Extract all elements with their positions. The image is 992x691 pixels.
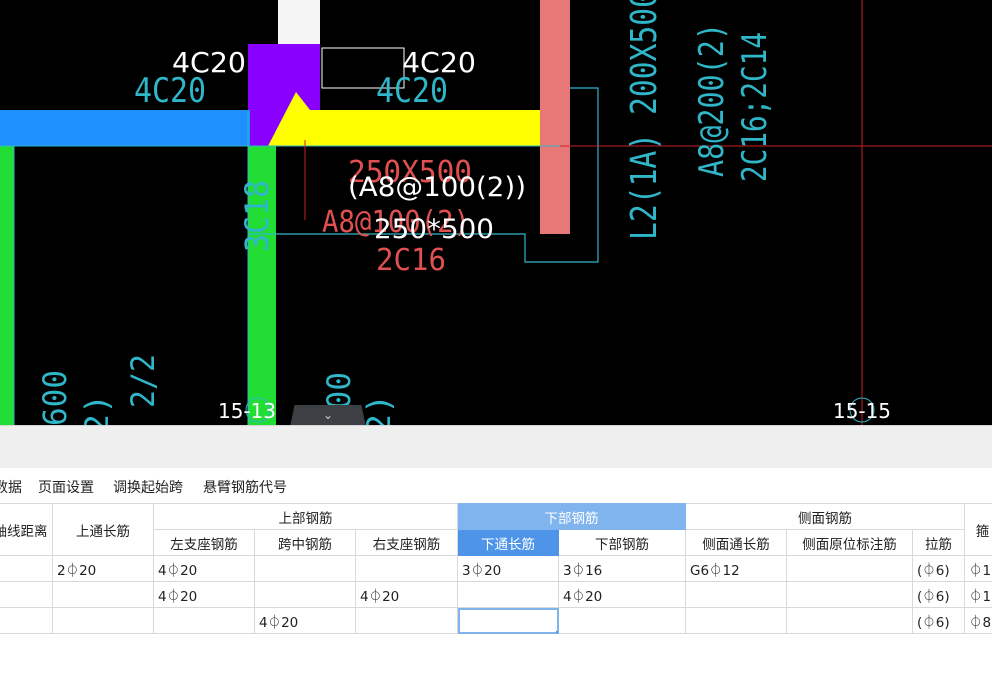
table-row[interactable]: 2⏀20 4⏀20 3⏀20 3⏀16 G6⏀12 (⏀6) ⏀1 xyxy=(0,555,992,582)
cell-top-through[interactable] xyxy=(52,581,154,608)
cell-side-through[interactable] xyxy=(685,607,787,634)
left-column-rebar-label: 3C18 xyxy=(238,180,276,252)
header-right-support[interactable]: 右支座钢筋 xyxy=(355,529,458,556)
cell-stirrup[interactable]: ⏀8 xyxy=(964,607,992,634)
cell-bottom-through[interactable]: 3⏀20 xyxy=(457,555,559,582)
grid-toolbar: 数据 页面设置 调换起始跨 悬臂钢筋代号 xyxy=(0,468,992,502)
ghost-label-mid: 4C20 xyxy=(376,71,448,111)
axis-marker-15-15[interactable] xyxy=(849,397,875,423)
header-bottom-through[interactable]: 下通长筋 xyxy=(457,529,559,556)
rebar-input-grid[interactable]: 轴线距离 上通长筋 上部钢筋 下部钢筋 侧面钢筋 箍 左支座钢筋 跨中钢筋 右支… xyxy=(0,503,992,634)
header-bottom-rebar[interactable]: 下部钢筋 xyxy=(558,529,686,556)
axis-label-15-13: 15-13 xyxy=(218,399,276,423)
cell-top-through[interactable] xyxy=(52,607,154,634)
header-mid-span[interactable]: 跨中钢筋 xyxy=(254,529,356,556)
column-green-left[interactable] xyxy=(0,146,14,425)
toolbar-cantilever-code-button[interactable]: 悬臂钢筋代号 xyxy=(203,480,287,496)
beam-outline xyxy=(248,87,599,263)
red-bottom-rebar-label: 2C16 xyxy=(376,243,446,278)
bottom-mid-label-2: 2) xyxy=(360,394,398,425)
bottom-left-label-2: 2) xyxy=(78,394,116,425)
axis-marker-15-13[interactable] xyxy=(245,397,271,423)
ghost-label-left: 4C20 xyxy=(134,71,206,111)
toolbar-swap-start-span-button[interactable]: 调换起始跨 xyxy=(113,480,183,496)
cell-tie-bar[interactable]: (⏀6) xyxy=(912,581,965,608)
cell-mid-span[interactable] xyxy=(254,581,356,608)
cell-left-support[interactable] xyxy=(153,607,255,634)
header-side-through[interactable]: 侧面通长筋 xyxy=(685,529,787,556)
header-bottom-group[interactable]: 下部钢筋 xyxy=(457,503,686,530)
cell-bottom-through-selected[interactable] xyxy=(457,607,559,634)
bottom-left-label-1: 600 xyxy=(36,370,74,425)
axis-label-15-15: 15-15 xyxy=(833,399,891,423)
cell-stirrup[interactable]: ⏀1 xyxy=(964,555,992,582)
chevron-down-icon: ⌄ xyxy=(322,408,334,422)
selection-box[interactable] xyxy=(321,47,405,89)
cell-bottom-rebar[interactable] xyxy=(558,607,686,634)
header-axis-distance[interactable]: 轴线距离 xyxy=(0,503,53,556)
cell-axis[interactable] xyxy=(0,581,53,608)
toolbar-page-setup-button[interactable]: 页面设置 xyxy=(38,480,94,496)
cell-right-support[interactable] xyxy=(355,607,458,634)
cell-stirrup[interactable]: ⏀1 xyxy=(964,581,992,608)
cell-bottom-rebar[interactable]: 3⏀16 xyxy=(558,555,686,582)
cell-axis[interactable] xyxy=(0,555,53,582)
right-beam-stirrup-label: A8@200(2) xyxy=(692,23,732,177)
cell-side-through[interactable] xyxy=(685,581,787,608)
red-section-label: 250X500 xyxy=(348,155,472,190)
cell-side-in-place[interactable] xyxy=(786,581,913,608)
cell-left-support[interactable]: 4⏀20 xyxy=(153,581,255,608)
header-side-in-place[interactable]: 侧面原位标注筋 xyxy=(786,529,913,556)
header-side-group[interactable]: 侧面钢筋 xyxy=(685,503,965,530)
section-size-label[interactable]: 250*500 xyxy=(374,214,494,245)
right-beam-rebar-label: 2C16;2C14 xyxy=(735,32,775,182)
column-green-mid[interactable] xyxy=(248,146,276,425)
header-left-support[interactable]: 左支座钢筋 xyxy=(153,529,255,556)
header-top-group[interactable]: 上部钢筋 xyxy=(153,503,458,530)
beam-pink[interactable] xyxy=(540,0,570,234)
top-right-rebar-label[interactable]: 4C20 xyxy=(402,46,476,79)
cell-bottom-through[interactable] xyxy=(457,581,559,608)
header-tie-bar[interactable]: 拉筋 xyxy=(912,529,965,556)
cell-side-in-place[interactable] xyxy=(786,555,913,582)
bottom-left-label-3: 2/2 xyxy=(124,354,162,408)
right-beam-name-label: L2(1A) 200X500 xyxy=(624,0,665,240)
cell-side-through[interactable]: G6⏀12 xyxy=(685,555,787,582)
cell-right-support[interactable]: 4⏀20 xyxy=(355,581,458,608)
cell-bottom-rebar[interactable]: 4⏀20 xyxy=(558,581,686,608)
cell-top-through[interactable]: 2⏀20 xyxy=(52,555,154,582)
header-top-through[interactable]: 上通长筋 xyxy=(52,503,154,556)
cad-drawing[interactable]: 4C20 4C20 3C18 L2(1A) 200X500 A8@200(2) … xyxy=(0,0,992,425)
cell-mid-span[interactable]: 4⏀20 xyxy=(254,607,356,634)
cell-axis[interactable] xyxy=(0,607,53,634)
beam-blue[interactable] xyxy=(0,110,250,146)
panel-splitter[interactable] xyxy=(0,425,992,468)
top-left-rebar-label[interactable]: 4C20 xyxy=(172,46,246,79)
beam-yellow[interactable] xyxy=(268,92,555,146)
cell-left-support[interactable]: 4⏀20 xyxy=(153,555,255,582)
stirrup-label[interactable]: (A8@100(2)) xyxy=(348,172,526,203)
table-row[interactable]: 4⏀20 4⏀20 4⏀20 (⏀6) ⏀1 xyxy=(0,581,992,608)
cell-mid-span[interactable] xyxy=(254,555,356,582)
cad-viewport[interactable]: 4C20 4C20 3C18 L2(1A) 200X500 A8@200(2) … xyxy=(0,0,992,425)
cell-side-in-place[interactable] xyxy=(786,607,913,634)
cell-right-support[interactable] xyxy=(355,555,458,582)
red-stirrup-label: A8@100(2) xyxy=(322,205,470,240)
cell-tie-bar[interactable]: (⏀6) xyxy=(912,607,965,634)
table-row[interactable]: 4⏀20 (⏀6) ⏀8 xyxy=(0,607,992,634)
collapse-panel-button[interactable]: ⌄ xyxy=(290,405,366,427)
toolbar-data-button[interactable]: 数据 xyxy=(0,480,22,496)
column-stub[interactable] xyxy=(278,0,320,44)
header-stirrup[interactable]: 箍 xyxy=(964,503,992,556)
cell-tie-bar[interactable]: (⏀6) xyxy=(912,555,965,582)
